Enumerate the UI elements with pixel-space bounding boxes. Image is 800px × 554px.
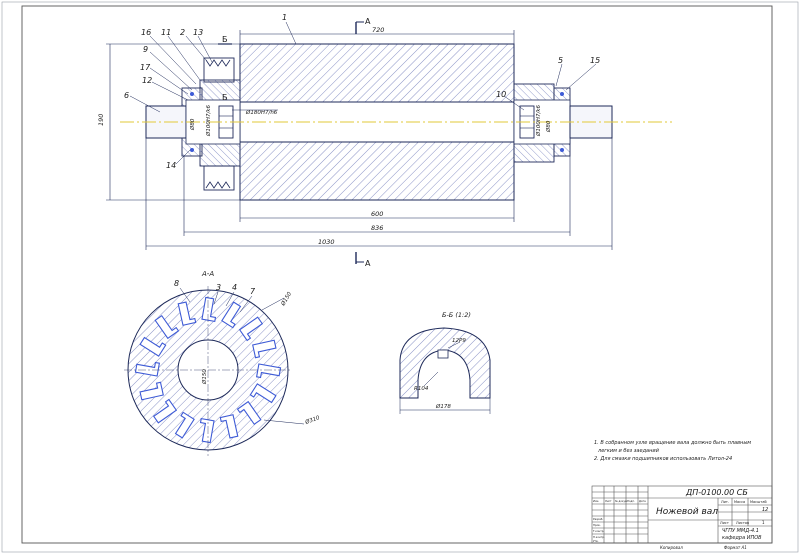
part-label-11: 11 [161, 28, 171, 37]
part-label-9: 9 [143, 45, 148, 54]
knife-blade [236, 400, 262, 426]
title-row-label: № докум. [615, 500, 628, 503]
section-aa-mark-bottom: A [365, 259, 371, 268]
title-sheet-label: Лист [720, 521, 729, 525]
part-label-2: 2 [180, 28, 185, 37]
section-aa-mark-top: A [365, 17, 371, 26]
knife-blade [221, 301, 242, 329]
knife-blade [177, 301, 197, 326]
title-name: Ножевой вал [656, 507, 718, 517]
title-col-scale: Масштаб [750, 500, 767, 504]
knife-blade [219, 414, 239, 439]
title-row-label: Утв. [593, 539, 599, 543]
part-label-15: 15 [590, 56, 600, 65]
knife-blade [255, 363, 282, 379]
pulley-top [203, 57, 235, 83]
knife-blade [139, 381, 164, 401]
knife-blades [134, 296, 282, 444]
pulley-bottom [203, 165, 235, 191]
aa-part-label-8: 8 [174, 279, 179, 288]
title-doc-number: ДП-0100.00 СБ [685, 488, 748, 497]
knife-blade [252, 339, 277, 359]
aa-dim-inner: Ø150 [201, 369, 208, 385]
knife-blade [134, 361, 161, 377]
aa-part-label-7: 7 [250, 287, 256, 296]
fit-left-bearing: Ø180H7/h6 [245, 109, 278, 116]
dim-600: 600 [371, 210, 383, 218]
title-row-label: Пров. [593, 523, 601, 527]
bb-dim-keyway: 12P9 [452, 338, 466, 344]
part-label-10: 10 [496, 90, 506, 99]
knife-blade [154, 314, 180, 340]
fit-left-shaft: Ø80 [189, 118, 196, 131]
section-bb-mark-top: Б [222, 35, 228, 44]
section-bb: Б-Б (1:2) 12P9 R104 Ø178 [399, 311, 491, 414]
title-col-litera: Лит. [721, 500, 729, 504]
knife-blade [174, 411, 195, 439]
note-line-3: 2. Для смазки подшипников использовать Л… [594, 456, 732, 462]
dim-1030: 1030 [318, 238, 335, 246]
section-aa: А-А 8 3 4 7 Ø150 Ø150 Ø310 [124, 270, 321, 456]
title-col-mass: Масса [734, 500, 745, 504]
note-line-2: легким и без заеданий [597, 448, 660, 454]
section-aa-title: А-А [201, 270, 214, 278]
note-line-1: 1. В собранном узле вращение вала должно… [594, 440, 751, 446]
title-sheets-label: Листов [736, 521, 749, 525]
bb-dim-radius: R104 [414, 386, 429, 392]
title-row-label: Лист [605, 499, 612, 503]
title-row-label: Т.контр. [593, 529, 604, 533]
knife-blade [249, 383, 277, 404]
aa-part-label-3: 3 [216, 283, 221, 292]
knife-blade [238, 316, 264, 342]
part-label-12: 12 [142, 76, 152, 85]
title-row-label: Н.контр. [593, 535, 605, 539]
part-label-5: 5 [558, 56, 563, 65]
roller-upper-section [239, 43, 515, 103]
fit-right-shaft: Ø80 [545, 120, 552, 133]
technical-notes: 1. В собранном узле вращение вала должно… [594, 440, 751, 462]
title-org-line-2: кафедра ИПОВ [722, 535, 762, 541]
knife-blade [139, 336, 167, 357]
section-bb-title: Б-Б (1:2) [442, 311, 471, 319]
part-label-1: 1 [282, 13, 287, 22]
part-label-6: 6 [124, 91, 129, 100]
keyway [437, 349, 449, 359]
title-sheet-count: 12 [762, 507, 768, 513]
aa-dim-outer: Ø150 [279, 290, 293, 308]
title-row-label: Изм. [593, 499, 599, 503]
fit-left-seat: Ø100H7/k6 [205, 105, 212, 138]
knife-blade [199, 417, 215, 444]
part-label-17: 17 [140, 63, 151, 72]
main-view: A A Б Б 720 190 600 836 1030 Ø180H7/h6 Ø… [97, 13, 672, 268]
part-label-14: 14 [166, 161, 176, 170]
title-row-label: Подп. [627, 499, 635, 503]
bb-dim-width: Ø178 [435, 403, 451, 410]
title-row-label: Дата [639, 499, 646, 503]
title-block [591, 485, 773, 544]
title-copied: Копировал [660, 545, 683, 550]
inner-frame [21, 5, 773, 544]
part-label-13: 13 [193, 28, 203, 37]
part-label-16: 16 [141, 28, 151, 37]
dim-836: 836 [371, 224, 383, 232]
title-row-label: Разраб. [593, 517, 603, 521]
title-org-line-1: ЧГПУ ММД-4.1 [722, 528, 759, 534]
aa-part-label-4: 4 [232, 283, 237, 292]
knife-blade [201, 296, 217, 323]
dim-top-length: 720 [372, 26, 384, 34]
knife-blade [152, 398, 178, 424]
section-bb-mark-bottom: Б [222, 93, 228, 102]
fit-right-seat: Ø100H7/k6 [535, 105, 542, 138]
title-sheets-value: 1 [762, 520, 765, 525]
roller-lower-section [239, 141, 515, 201]
title-format: Формат А1 [724, 545, 747, 550]
dim-height: 190 [97, 114, 105, 126]
aa-dim-rim: Ø310 [303, 414, 321, 426]
